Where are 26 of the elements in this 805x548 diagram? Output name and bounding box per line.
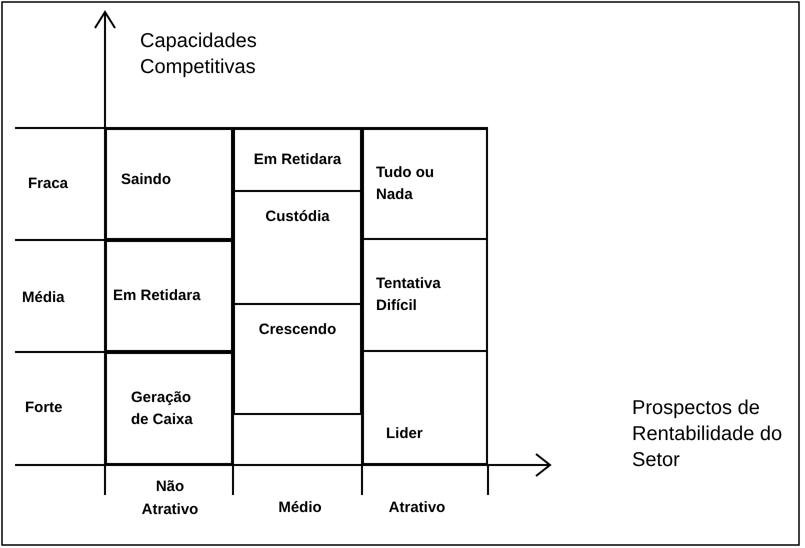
row-label: Forte — [25, 398, 64, 418]
matrix-cell — [362, 350, 488, 465]
cell-label: Em Retidara — [113, 286, 201, 306]
axis-title: Prospectos de Rentabilidade do Setor — [632, 396, 784, 473]
matrix-cell — [105, 240, 233, 352]
column-label: Atrativo — [388, 498, 446, 518]
matrix-cell — [105, 352, 233, 465]
cell-label: Lider — [386, 424, 423, 444]
axis-title: Capacidades Competitivas — [140, 29, 258, 80]
cell-label: Saindo — [121, 170, 172, 190]
matrix-cell — [233, 128, 362, 192]
matrix-cell — [362, 128, 488, 240]
column-label: Não Atrativo — [140, 477, 200, 520]
row-label: Fraca — [28, 174, 70, 194]
column-label: Médio — [277, 498, 323, 518]
matrix-cell — [362, 238, 488, 352]
cell-label: Tentativa Difícil — [376, 274, 442, 316]
cell-label: Custódia — [265, 207, 330, 227]
cell-label: Em Retidara — [254, 150, 342, 170]
matrix-cell — [233, 303, 362, 415]
cell-label: Tudo ou Nada — [376, 163, 436, 205]
cell-label: Geração de Caixa — [131, 388, 194, 430]
matrix-cell — [233, 190, 362, 305]
matrix-cell — [105, 128, 233, 240]
cell-label: Crescendo — [258, 320, 336, 340]
row-label: Média — [22, 288, 66, 308]
